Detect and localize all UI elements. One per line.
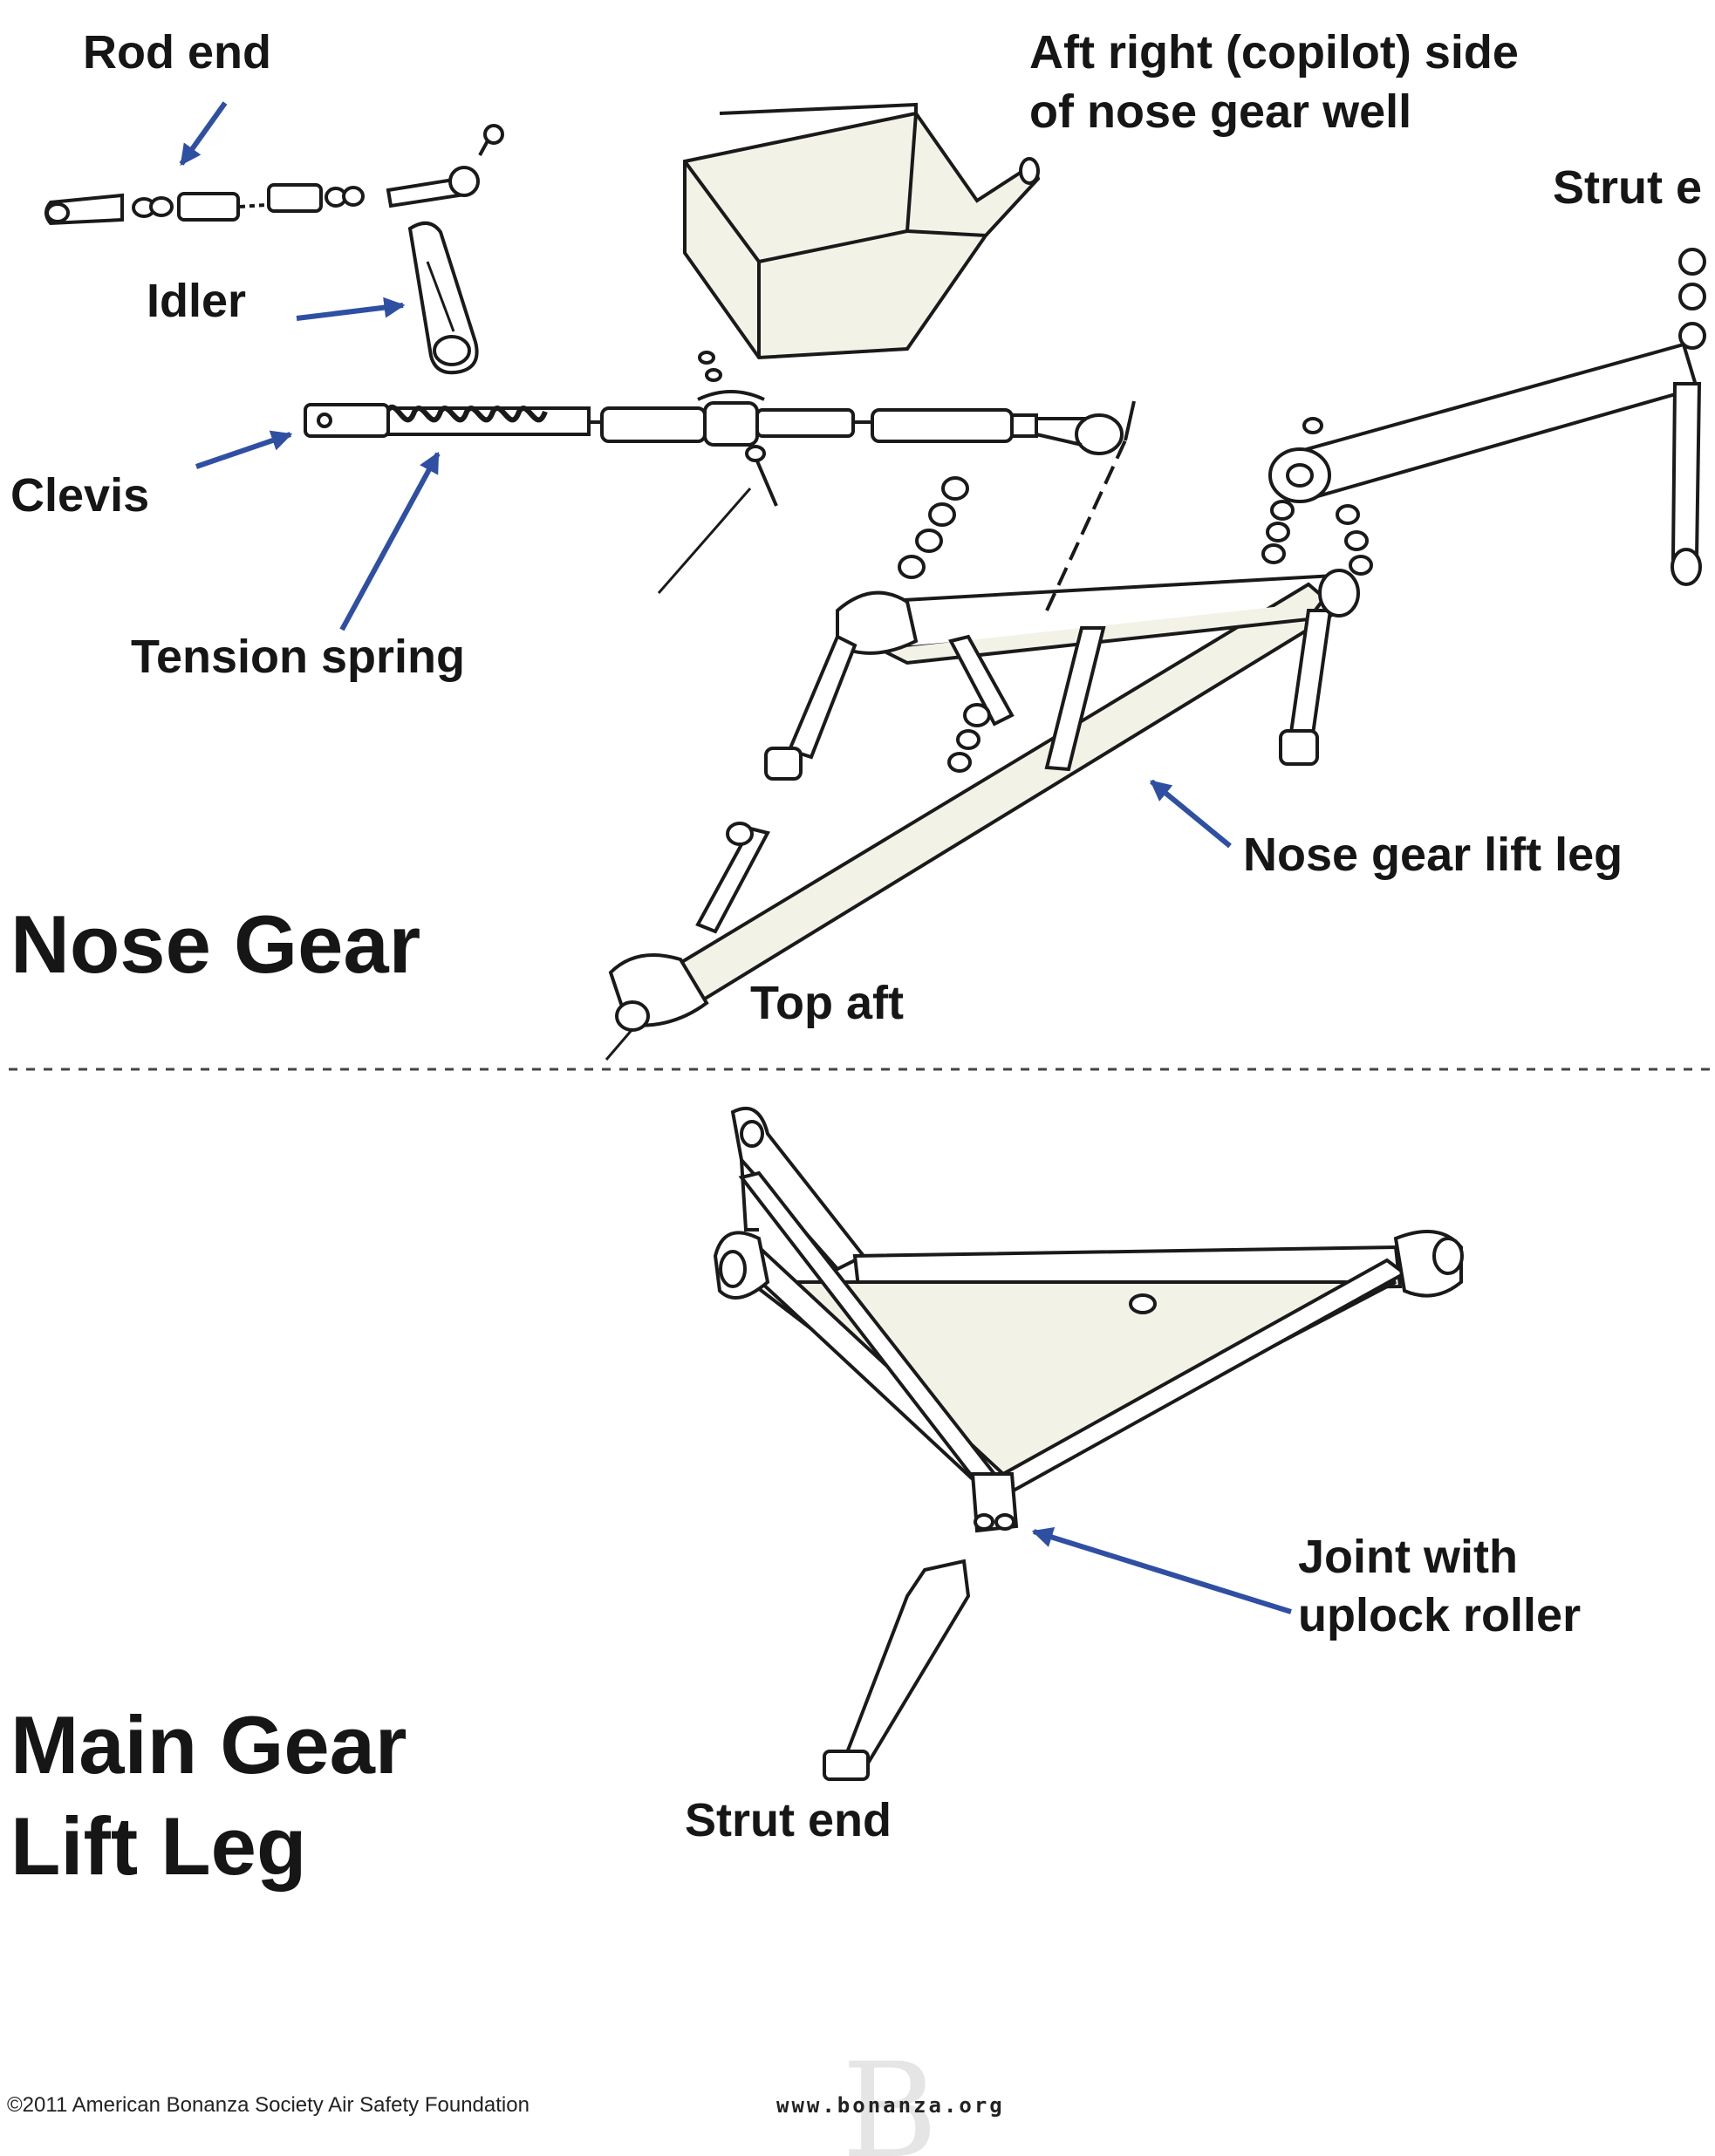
footer-copyright: ©2011 American Bonanza Society Air Safet…	[7, 2093, 530, 2117]
tension-spring-arrow	[339, 451, 441, 631]
label-rod-end: Rod end	[83, 26, 271, 78]
nose-gear-lift-leg-arrow	[1150, 779, 1232, 849]
heading-main-gear-line2: Lift Leg	[10, 1800, 307, 1892]
label-aft-right-line2: of nose gear well	[1029, 85, 1412, 138]
label-idler: Idler	[147, 275, 247, 327]
label-joint-line1: Joint with	[1298, 1531, 1518, 1583]
label-aft-right-line1: Aft right (copilot) side	[1029, 26, 1519, 78]
rod-end-assembly	[44, 124, 504, 226]
joint-arrow	[1031, 1526, 1292, 1614]
label-strut-end-top: Strut e	[1553, 161, 1703, 214]
heading-main-gear-line1: Main Gear	[10, 1699, 407, 1791]
label-top-aft: Top aft	[750, 977, 904, 1029]
callout-arrows	[179, 101, 1292, 1614]
label-strut-end-bottom: Strut end	[685, 1794, 892, 1846]
nose-gear-well-panel	[683, 102, 1041, 360]
heading-nose-gear: Nose Gear	[10, 898, 421, 990]
bonanza-logo-watermark: B	[842, 2036, 938, 2156]
spring-rod-assembly	[304, 351, 1124, 594]
footer-url-link[interactable]: www.bonanza.org	[776, 2093, 1005, 2118]
logo-letter: B	[842, 2036, 938, 2156]
idler-arrow	[296, 297, 406, 321]
rod-end-arrow	[179, 101, 228, 166]
label-clevis: Clevis	[10, 469, 150, 522]
main-gear-lift-leg-part	[713, 1107, 1464, 1781]
label-nose-gear-lift-leg: Nose gear lift leg	[1243, 829, 1623, 881]
upper-strut-part	[1261, 248, 1706, 586]
clevis-arrow	[195, 430, 293, 469]
nose-gear-lift-leg-part	[605, 400, 1360, 1061]
label-tension-spring: Tension spring	[131, 631, 466, 683]
idler-part	[407, 222, 479, 375]
label-joint-line2: uplock roller	[1298, 1589, 1582, 1641]
